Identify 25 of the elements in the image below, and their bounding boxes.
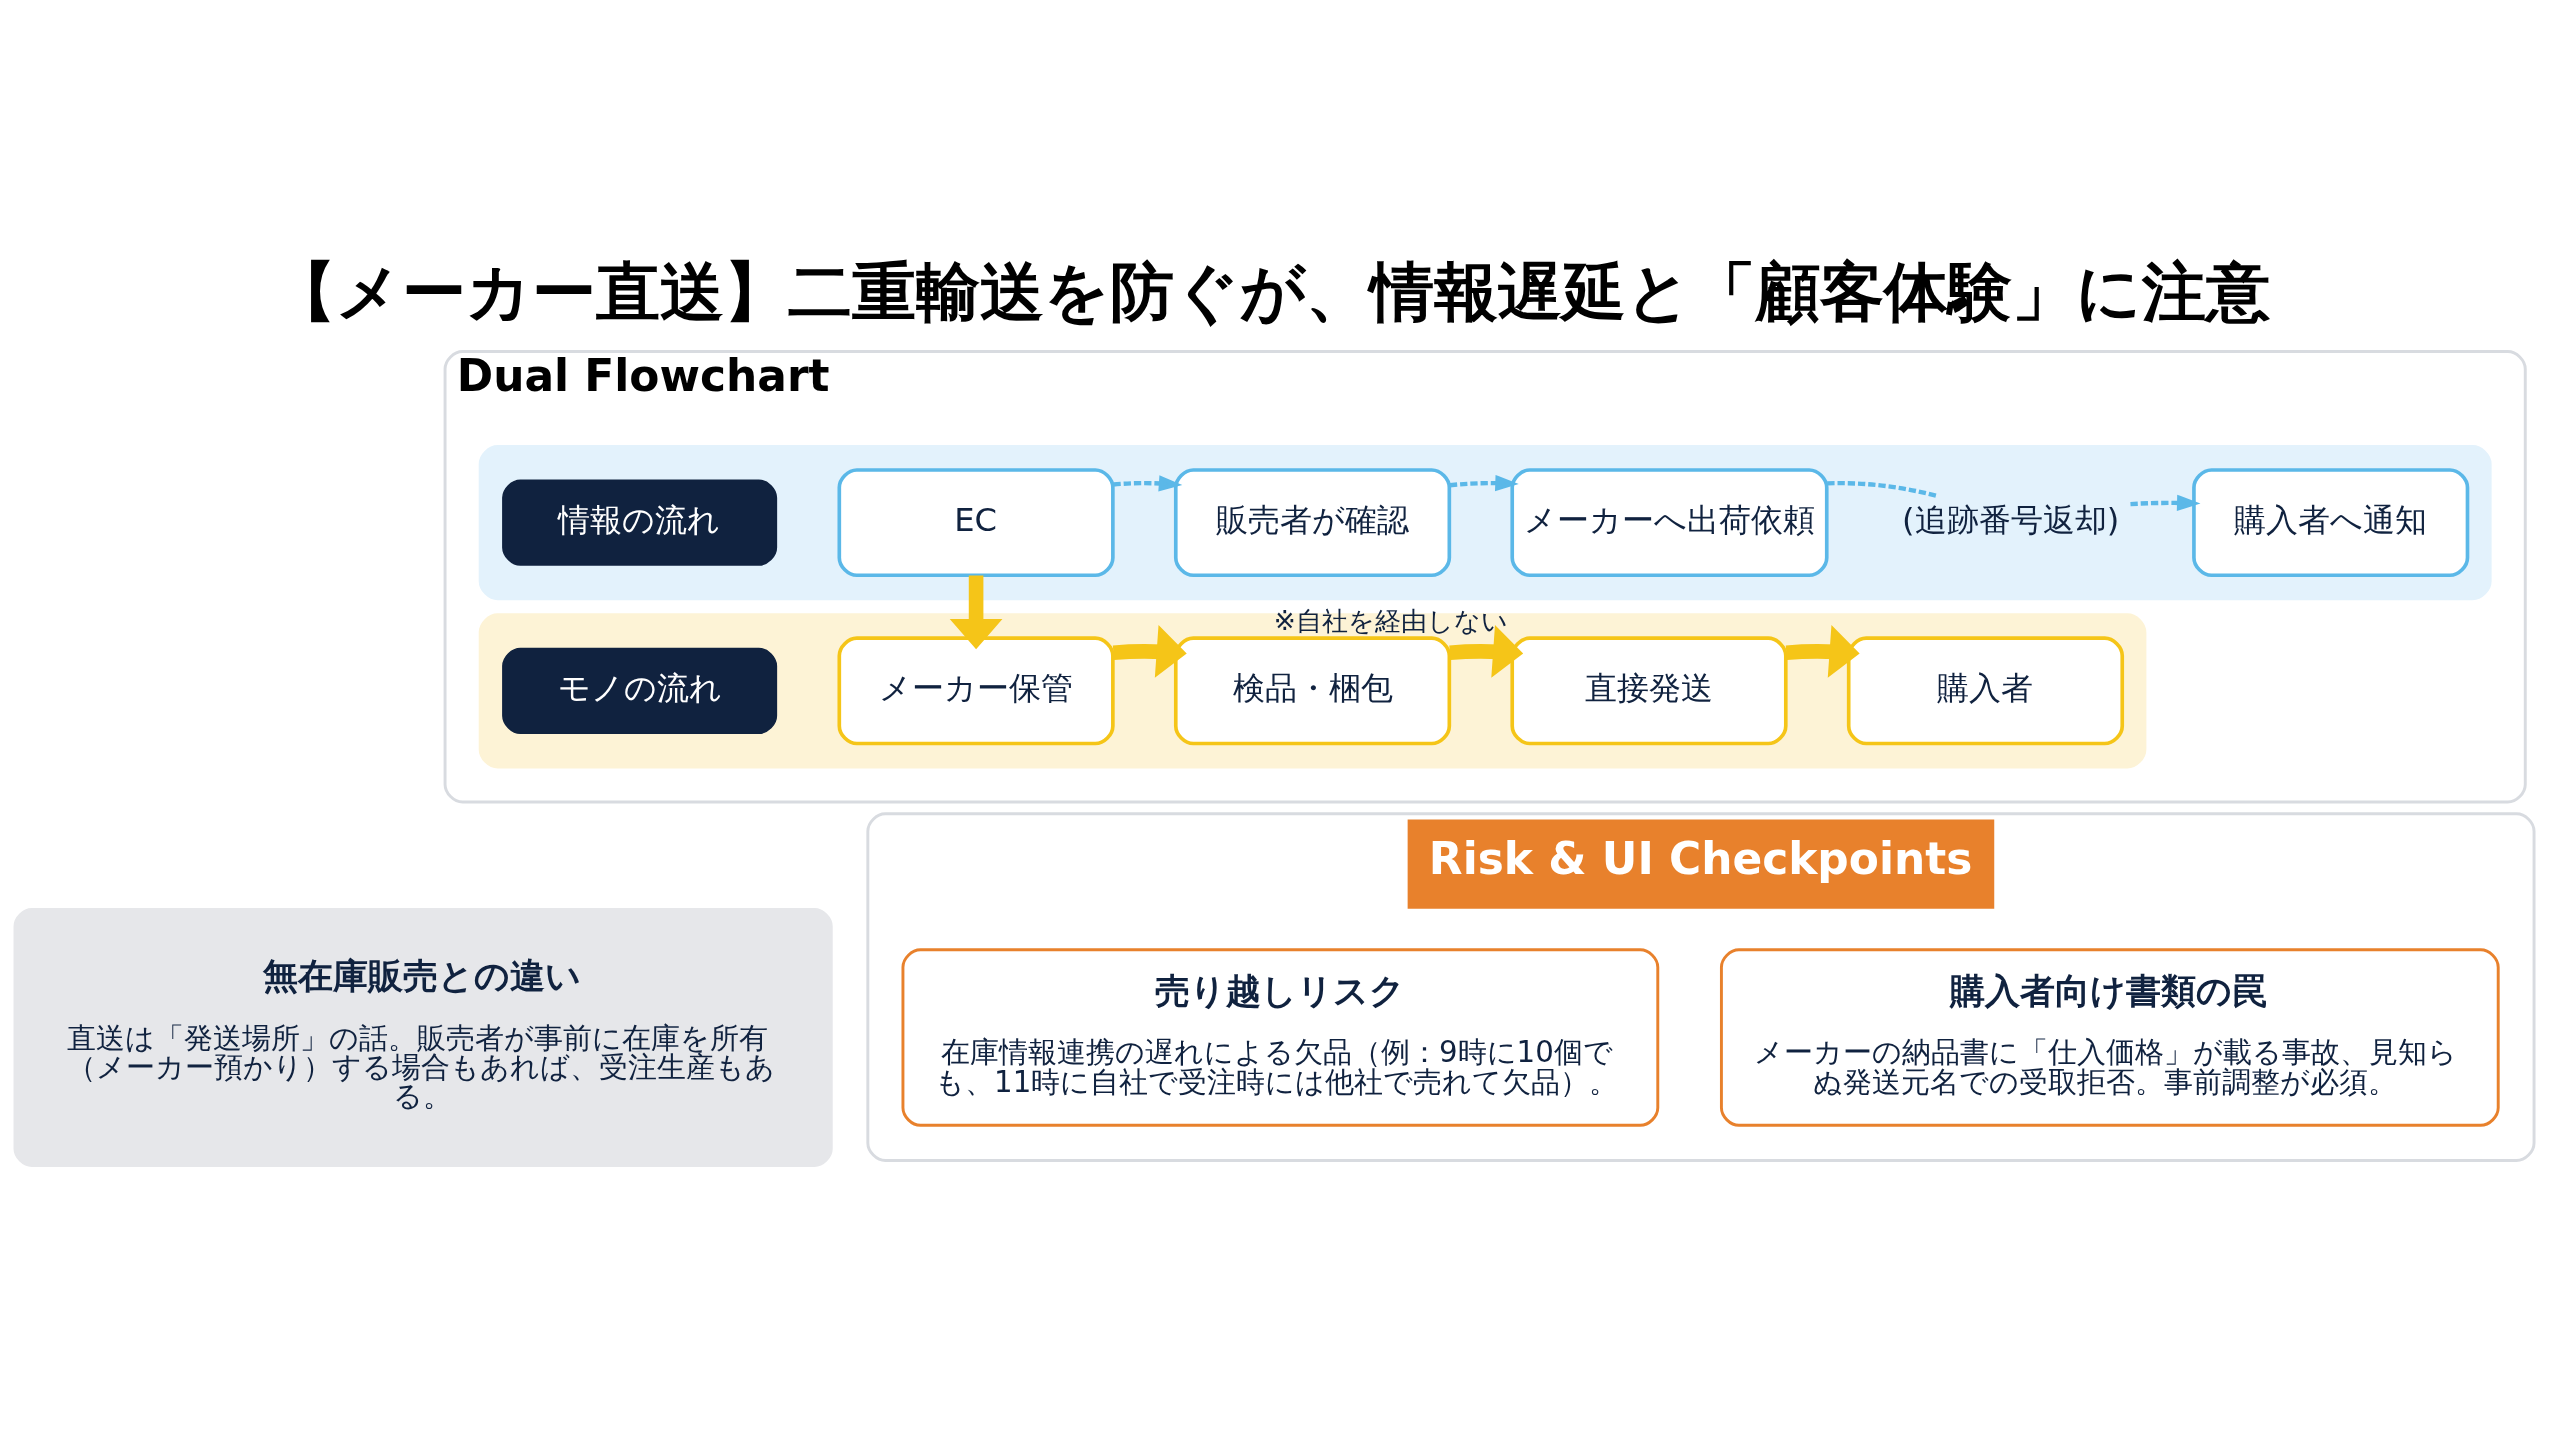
node-box: メーカーへ出荷依頼 [1510,467,1829,577]
arrow [1785,624,1860,678]
cluster [478,444,2492,600]
node-text: (追跡番号返却) [1902,500,2120,539]
node-label: ※自社を経由しない [1273,605,1508,636]
arrow [949,575,1003,649]
node-box: 検品・梱包 [1173,635,1452,745]
arrow [2130,494,2201,511]
node-box: 販売者が確認 [1173,467,1452,577]
node-box: 購入者向け書類の罠 メーカーの納品書に「仕入価格」が載る事故、見知らぬ発送元名での受取拒否。事前調整が必須。 [1719,947,2500,1127]
node-box: メーカー保管 [837,635,1115,745]
diagram-title: 【メーカー直送】二重輸送を防ぐが、情報遅延と「顧客体験」に注意 [272,253,2271,329]
node-box: 購入者 [1846,635,2125,745]
node-box: EC [837,467,1115,577]
connector [1827,480,1939,498]
arrow [1113,474,1183,492]
node-box: モノの流れ [502,647,778,734]
node-box: 情報の流れ [502,478,778,566]
node-box: 購入者へ通知 [2192,467,2470,577]
arrow [1449,474,1519,491]
node-box: 売り越しリスク 在庫情報連携の遅れによる欠品（例：9時に10個でも、11時に自社で受注時には他社で売れて欠品）。 [901,947,1660,1127]
node-box: 直接発送 [1510,635,1788,745]
arrow [1112,624,1187,678]
node-box: 無在庫販売との違い 直送は「発送場所」の話。販売者が事前に在庫を所有（メーカー預かり）する場合もあれば、受注生産もある。 [13,907,833,1167]
arrow [1449,624,1524,678]
